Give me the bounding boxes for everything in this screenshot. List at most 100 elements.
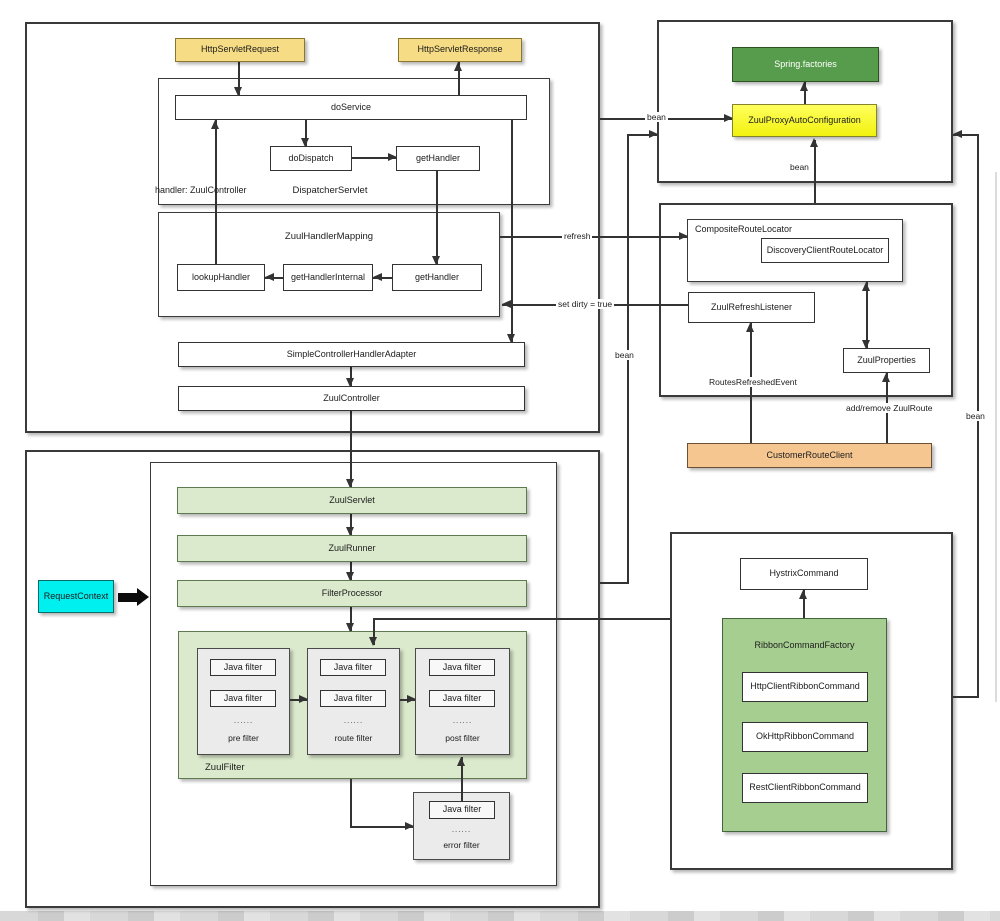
- hystrix-command-node: HystrixCommand: [740, 558, 868, 590]
- arrowhead: [234, 87, 242, 96]
- routes-refreshed-event-label: RoutesRefreshedEvent: [707, 377, 799, 387]
- edge-internal-lookup: [265, 277, 283, 279]
- zuul-handler-mapping-label: ZuulHandlerMapping: [284, 231, 374, 242]
- page-right-edge: [995, 172, 997, 702]
- rest-client-ribbon-command-node: RestClientRibbonCommand: [742, 773, 868, 803]
- arrowhead: [299, 695, 308, 703]
- simple-controller-handler-adapter-node: SimpleControllerHandlerAdapter: [178, 342, 525, 367]
- java-filter-node: Java filter: [429, 690, 495, 707]
- arrowhead: [457, 757, 465, 766]
- zuul-servlet-node: ZuulServlet: [177, 487, 527, 514]
- customer-route-client-node: CustomerRouteClient: [687, 443, 932, 468]
- get-handler2-node: getHandler: [392, 264, 482, 291]
- spring-factories-node: Spring.factories: [732, 47, 879, 82]
- java-filter-node: Java filter: [320, 690, 386, 707]
- edge-lookup-doservice: [215, 120, 217, 264]
- arrowhead: [346, 527, 354, 536]
- post-filter-label: post filter: [445, 733, 480, 743]
- zuul-filter-label: ZuulFilter: [205, 762, 245, 773]
- do-dispatch-node: doDispatch: [270, 146, 352, 171]
- java-filter-node: Java filter: [210, 690, 276, 707]
- arrowhead: [800, 82, 808, 91]
- set-dirty-edge-label: set dirty = true: [556, 299, 615, 309]
- edge-filter-error-v: [350, 779, 352, 827]
- arrowhead: [507, 334, 515, 343]
- edge-gethandler-gethandler2: [436, 171, 438, 264]
- edge-ribbon-hystrix: [803, 590, 805, 618]
- arrowhead: [502, 300, 511, 308]
- edge-ribbon-routefilter-h: [373, 618, 670, 620]
- ellipsis: ......: [343, 716, 364, 725]
- zuul-runner-node: ZuulRunner: [177, 535, 527, 562]
- edge-pre-route: [290, 699, 307, 701]
- arrowhead: [405, 822, 414, 830]
- arrowhead: [346, 623, 354, 632]
- edge-locator-properties: [866, 282, 868, 348]
- arrowhead: [810, 138, 818, 147]
- edge-bean-left-h2: [627, 134, 657, 136]
- page-bottom-edge: [0, 911, 1000, 921]
- edge-ribbon-routefilter-v: [373, 618, 375, 645]
- filter-processor-node: FilterProcessor: [177, 580, 527, 607]
- ellipsis: ......: [233, 716, 254, 725]
- zuul-proxy-auto-configuration-node: ZuulProxyAutoConfiguration: [732, 104, 877, 137]
- arrowhead: [388, 153, 397, 161]
- zuul-controller-node: ZuulController: [178, 386, 525, 411]
- get-handler-node: getHandler: [396, 146, 480, 171]
- arrowhead: [265, 273, 274, 281]
- edge-processor-filter: [350, 607, 352, 631]
- arrowhead: [346, 378, 354, 387]
- edge-doservice-response: [458, 62, 460, 95]
- edge-refresh: [500, 236, 687, 238]
- edge-bean-mid: [814, 140, 816, 203]
- ribbon-command-factory-label: RibbonCommandFactory: [754, 640, 855, 650]
- ellipsis: ......: [451, 825, 472, 834]
- bean-edge-label: bean: [645, 112, 668, 122]
- arrowhead: [799, 590, 807, 599]
- bean-edge-label: bean: [613, 350, 636, 360]
- edge-doservice-adapter: [511, 120, 513, 342]
- handler-zuul-controller-label: handler: ZuulController: [155, 185, 247, 195]
- arrowhead: [454, 62, 462, 71]
- get-handler-internal-node: getHandlerInternal: [283, 264, 373, 291]
- ellipsis: ......: [452, 716, 473, 725]
- error-filter-label: error filter: [443, 840, 480, 850]
- http-servlet-response-node: HttpServletResponse: [398, 38, 522, 62]
- arrowhead: [862, 282, 870, 291]
- arrowhead: [432, 256, 440, 265]
- arrowhead: [301, 138, 309, 147]
- edge-request-doservice: [238, 62, 240, 95]
- discovery-client-route-locator-node: DiscoveryClientRouteLocator: [761, 238, 889, 263]
- edge-filter-error-h: [350, 826, 413, 828]
- zuul-properties-node: ZuulProperties: [843, 348, 930, 373]
- bean-edge-label: bean: [964, 411, 987, 421]
- edge-config-factories: [804, 82, 806, 104]
- arrowhead: [882, 373, 890, 382]
- arrowhead: [407, 695, 416, 703]
- arrowhead: [346, 479, 354, 488]
- java-filter-node: Java filter: [429, 801, 495, 819]
- arrowhead: [746, 323, 754, 332]
- add-remove-zuul-route-label: add/remove ZuulRoute: [844, 403, 935, 413]
- edge-bean-left-h1: [600, 582, 628, 584]
- edge-gethandler2-internal: [373, 277, 392, 279]
- refresh-edge-label: refresh: [562, 231, 593, 241]
- lookup-handler-node: lookupHandler: [177, 264, 265, 291]
- arrowhead: [369, 637, 377, 646]
- edge-error-post: [461, 757, 463, 801]
- http-client-ribbon-command-node: HttpClientRibbonCommand: [742, 672, 868, 702]
- arrowhead: [862, 340, 870, 349]
- arrowhead: [211, 120, 219, 129]
- request-context-node: RequestContext: [38, 580, 114, 613]
- bean-edge-label: bean: [788, 162, 811, 172]
- edge-doservice-dodispatch: [305, 120, 307, 146]
- arrowhead: [649, 130, 658, 138]
- edge-servlet-runner: [350, 514, 352, 535]
- java-filter-node: Java filter: [429, 659, 495, 676]
- edge-bean-right-h2: [953, 696, 979, 698]
- arrowhead: [953, 130, 962, 138]
- edge-controller-servlet: [350, 411, 352, 487]
- zuul-refresh-listener-node: ZuulRefreshListener: [688, 292, 815, 323]
- arrowhead: [679, 232, 688, 240]
